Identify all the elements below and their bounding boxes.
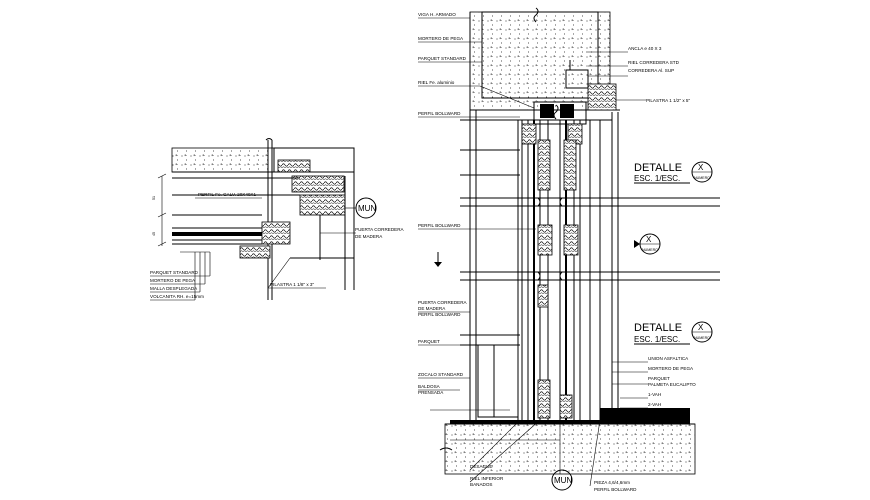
label-anchor: ANCLA e 40 X 3 <box>628 46 662 51</box>
label-viga: VIGA H. ARMADO <box>418 12 456 17</box>
concrete-block <box>171 147 275 173</box>
label-parquet-mid: PARQUET <box>418 339 440 344</box>
label-parquet: PARQUET STANDARD <box>150 270 199 275</box>
label-perfil-bot: PERFIL BOLLWARD <box>418 111 461 116</box>
label-pilastra-top: PILASTRA 1 1/2" x 5" <box>646 98 690 103</box>
label-desague: DESAGUE <box>470 464 492 469</box>
label-puerta: PUERTA CORREDERA <box>355 227 405 232</box>
parquet-layer <box>172 232 262 236</box>
label-zocalo: ZOCALO STANDARD <box>418 372 464 377</box>
detalle-title: DETALLE <box>634 322 682 334</box>
label-mortero-bot: MORTERO DE PEGA <box>648 366 694 371</box>
label-riel-inf2: BANADOS <box>470 482 492 487</box>
label-pilastra: PILASTRA 1 1/8" x 3" <box>270 282 314 287</box>
label-baldosa2: PRENSADA <box>418 390 444 395</box>
section-mark-sub: NUMERO <box>642 248 658 252</box>
detalle-sub: NUMERO <box>694 176 710 180</box>
label-madera: DE MADERA <box>355 234 383 239</box>
detalle-sub: NUMERO <box>694 336 710 340</box>
detalle-scale: ESC. 1/ESC. <box>634 174 680 183</box>
detalle-block-2: DETALLE ESC. 1/ESC. X NUMERO <box>634 321 713 345</box>
wood-profile <box>239 245 271 259</box>
wood-profile <box>291 175 345 193</box>
label-riel: RIEL Fe. aluminio <box>418 80 455 85</box>
label-perfil-bot2: PERFIL BOLLWARD <box>594 487 637 492</box>
label-parquet-bot2: PALMETA EUCALIPTO <box>648 382 696 387</box>
label-union: UNION ASFALTICA <box>648 356 689 361</box>
section-mark-letter: X <box>646 235 652 244</box>
label-pieza: PIEZA 4,6/4,6mm <box>594 480 630 485</box>
detalle-title: DETALLE <box>634 162 682 174</box>
mun-tag-label: MUN <box>358 204 376 213</box>
section-mark: X NUMERO <box>634 233 661 255</box>
label-puerta2: DE MADERA <box>418 306 446 311</box>
mun-tag-bottom-label: MUN <box>554 476 572 485</box>
label-perfil-b: PERFIL BOLLWARD <box>418 312 461 317</box>
label-parquet-top: PARQUET STANDARD <box>418 56 467 61</box>
label-parquet-bot: PARQUET <box>648 376 670 381</box>
label-n1: 1-VAH <box>648 392 661 397</box>
dim-label: 45 <box>152 232 156 236</box>
floor-slab <box>444 423 696 475</box>
wood-profile <box>261 221 291 245</box>
label-perfil: PERFIL Fe. GALV. 20X40X1 <box>198 192 256 197</box>
detalle-block-1: DETALLE ESC. 1/ESC. X NUMERO <box>634 161 713 184</box>
label-malla: MALLA DESPLEGADA <box>150 286 198 291</box>
wood-profile <box>299 194 346 216</box>
label-riel-sup: RIEL CORREDERA STD <box>628 60 680 65</box>
mun-tag-bottom <box>551 469 573 491</box>
label-puerta1: PUERTA CORREDERA <box>418 300 468 305</box>
wood-profile <box>277 159 311 173</box>
label-riel-sup2: CORREDERA Al. SUP <box>628 68 674 73</box>
floor-finish <box>450 420 690 424</box>
label-mortero: MORTERO DE PEGA <box>150 278 196 283</box>
detalle-mark: X <box>698 323 704 332</box>
detalle-scale: ESC. 1/ESC. <box>634 335 680 344</box>
label-volcanita: VOLCANITA RH. e=15mm <box>150 294 204 299</box>
label-n2: 2-VAH <box>648 402 661 407</box>
dim-label: 51 <box>152 196 156 200</box>
label-mortero-top: MORTERO DE PEGA <box>418 36 464 41</box>
label-perfil-mid: PERFIL BOLLWARD <box>418 223 461 228</box>
label-baldosa: BALDOSA <box>418 384 441 389</box>
label-riel-inf: RIEL INFERIOR <box>470 476 504 481</box>
left-detail: 51 45 MUN PERFIL Fe. GALV. 20X40X1 PARQU… <box>150 138 405 301</box>
beam-viga <box>469 11 611 111</box>
right-detail: MUN DETALLE ESC. 1/ESC. X NUMERO X NUMER… <box>418 7 720 492</box>
detalle-mark: X <box>698 163 704 172</box>
